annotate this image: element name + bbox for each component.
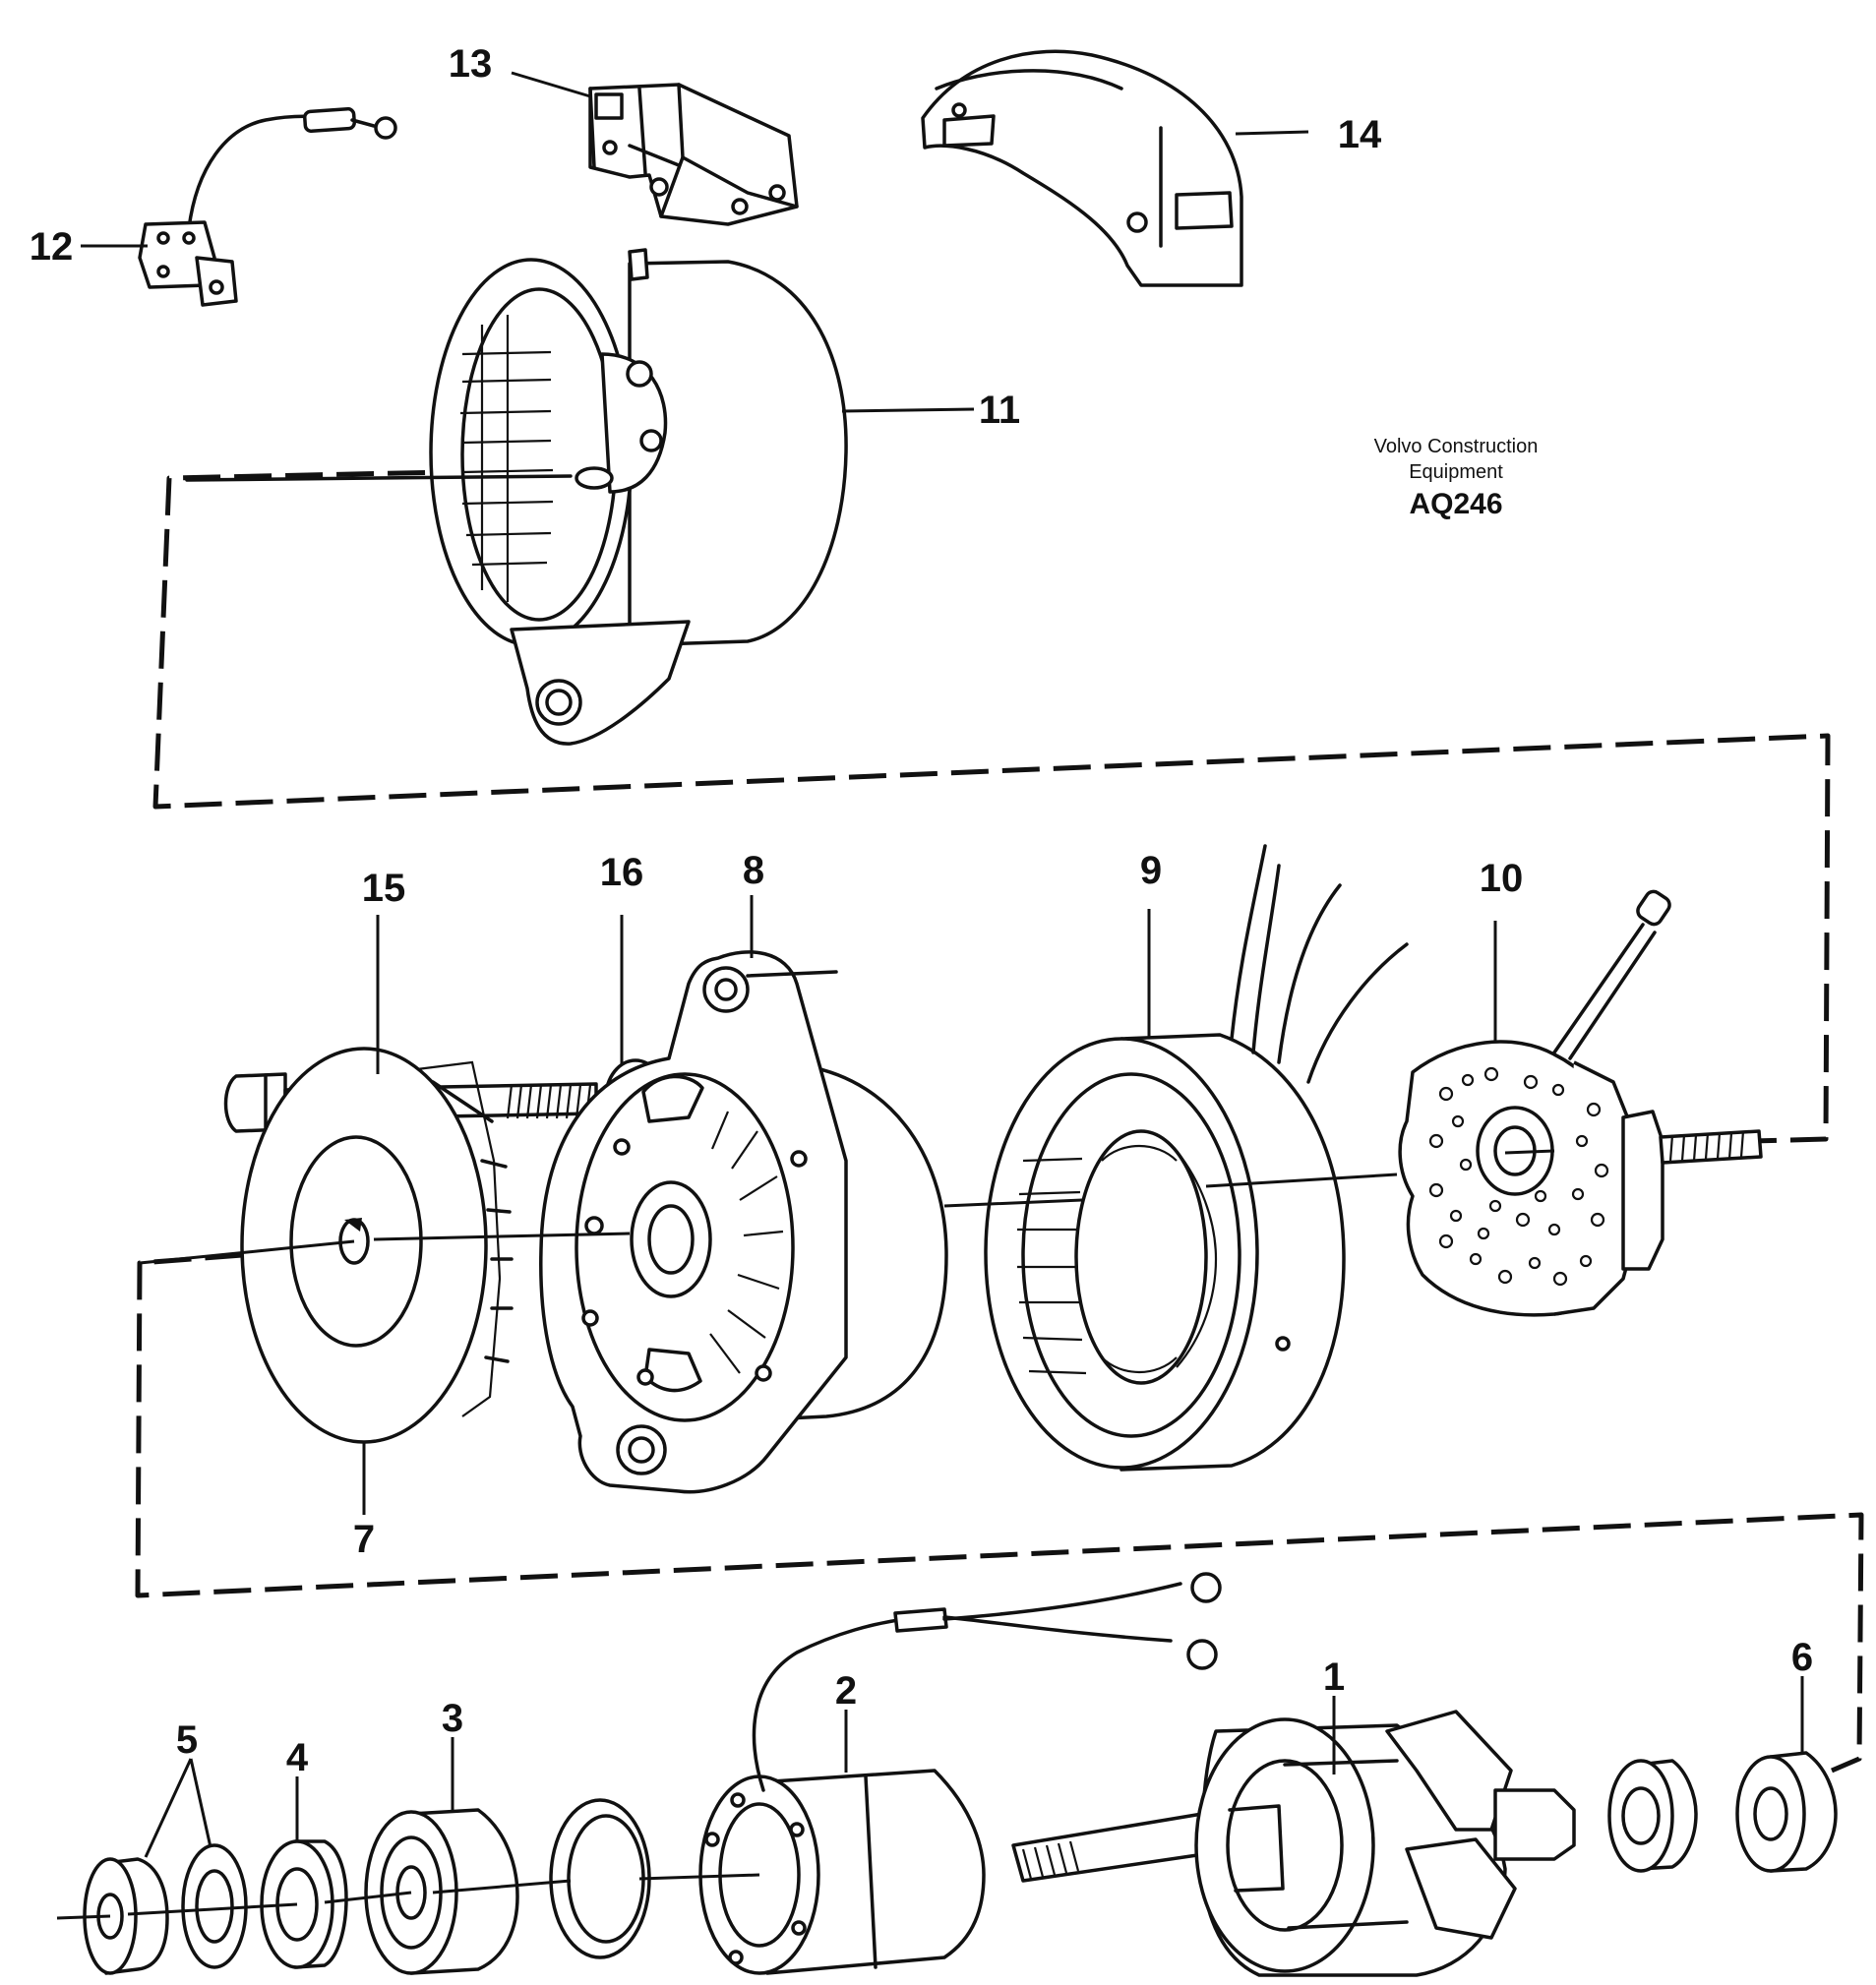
callout-10: 10 — [1480, 857, 1524, 900]
callout-11: 11 — [979, 389, 1020, 432]
callout-4: 4 — [286, 1736, 309, 1779]
part-13-brush-holder — [588, 83, 799, 226]
part-14-cover — [921, 49, 1243, 287]
callout-1: 1 — [1323, 1655, 1345, 1699]
callout-5: 5 — [176, 1718, 198, 1762]
part-11-rear-housing — [185, 248, 848, 746]
callout-leaders — [81, 71, 1804, 1858]
callout-7: 7 — [353, 1518, 375, 1561]
callout-15: 15 — [362, 867, 406, 910]
callout-3: 3 — [442, 1697, 463, 1740]
callout-14: 14 — [1338, 113, 1382, 156]
credit-line-2: Equipment — [1409, 461, 1503, 483]
assembly-dashed-line-upper — [152, 465, 1831, 1144]
callout-13: 13 — [449, 42, 493, 86]
part-12-cable-terminal — [138, 106, 397, 307]
callout-12: 12 — [30, 225, 74, 269]
part-10-rectifier — [1398, 889, 1763, 1317]
part-8-front-housing — [539, 950, 948, 1494]
part-7-fan-pulley — [240, 1047, 514, 1444]
part-6-end-bearing — [1607, 1751, 1838, 1873]
assembly-axis-lower — [56, 1873, 760, 1920]
callout-9: 9 — [1140, 849, 1162, 892]
callout-6: 6 — [1791, 1636, 1813, 1679]
assembly-axis-middle — [139, 1149, 1555, 1265]
rectifier-diode-holes — [1428, 1066, 1609, 1287]
ring-part — [549, 1798, 651, 1959]
callout-16: 16 — [600, 851, 644, 894]
part-9-stator — [984, 844, 1409, 1472]
callout-2: 2 — [835, 1669, 857, 1713]
part-1-rotor — [1011, 1710, 1576, 1977]
diagram-code: AQ246 — [1409, 488, 1502, 520]
part-2-slip-ring-housing — [698, 1572, 1222, 1975]
callout-8: 8 — [743, 849, 764, 892]
credit-line-1: Volvo Construction — [1374, 436, 1539, 457]
